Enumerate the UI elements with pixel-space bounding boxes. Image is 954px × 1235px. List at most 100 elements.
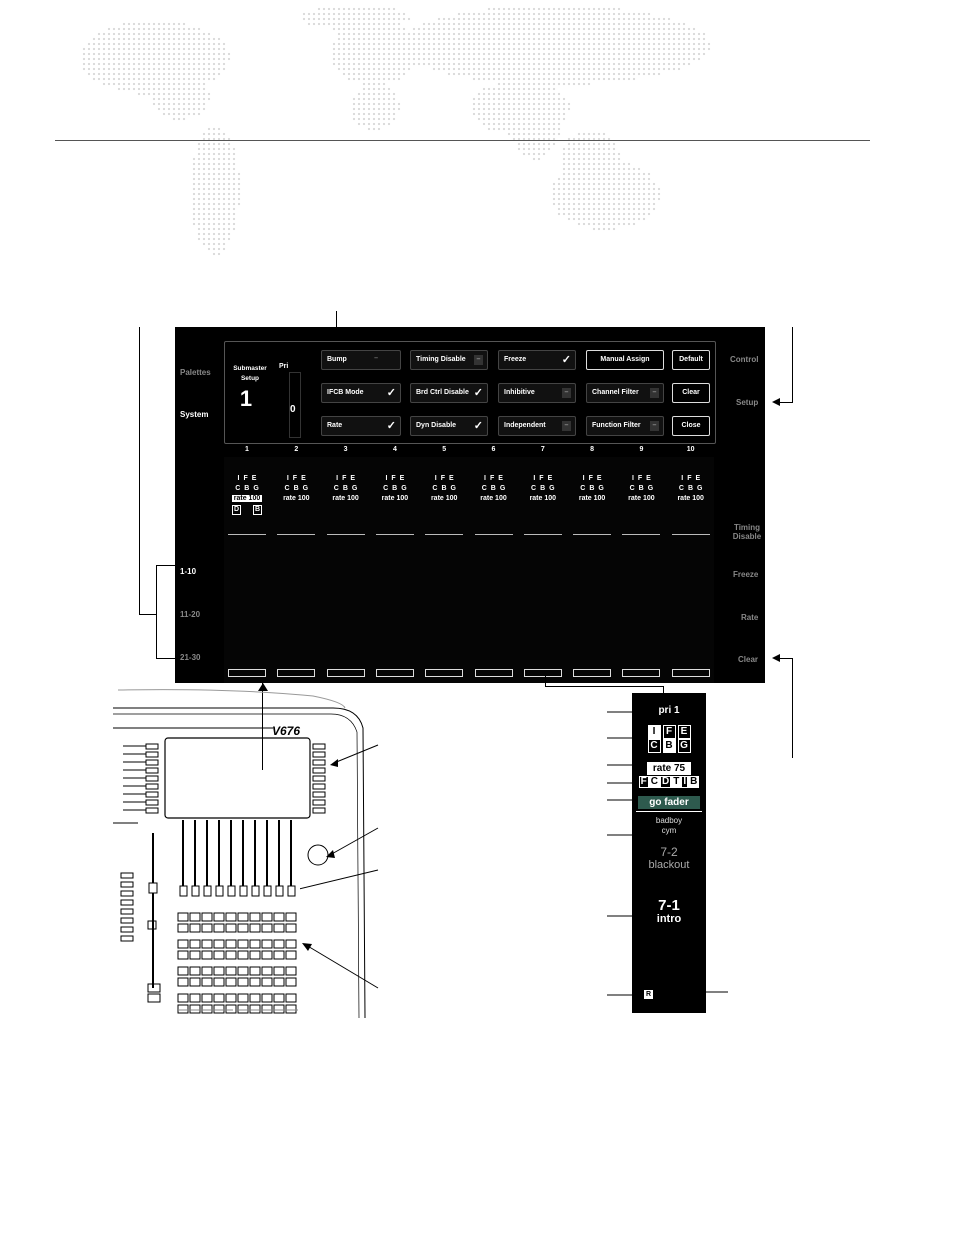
callout-line-right [792, 327, 793, 403]
timing-disable-control[interactable]: Timing Disable– [410, 350, 488, 370]
freeze-control[interactable]: Freeze✓ [498, 350, 576, 370]
fader-position-box[interactable] [622, 669, 661, 677]
ifcb-letter: C [481, 485, 487, 492]
fader-divider [671, 534, 710, 535]
rate-text: rate 100 [677, 495, 704, 502]
rate-control[interactable]: Rate✓ [321, 416, 401, 436]
detail-flag: C [648, 776, 660, 788]
ifcb-letter: B [540, 485, 546, 492]
rate-label: Rate [327, 422, 343, 429]
manual-assign-button[interactable]: Manual Assign [586, 350, 664, 370]
bump-control[interactable]: Bump– [321, 350, 401, 370]
fader-position-box[interactable] [671, 669, 710, 677]
page-tab-21-30[interactable]: 21-30 [180, 653, 201, 662]
close-button[interactable]: Close [672, 416, 710, 436]
softkey-timing-disable[interactable]: Timing Disable [732, 523, 762, 541]
clear-button[interactable]: Clear [672, 383, 710, 403]
fader-divider [228, 534, 266, 535]
ifcb-letter: B [441, 485, 447, 492]
brd-ctrl-disable-label: Brd Ctrl Disable [416, 389, 469, 396]
softkey-rate[interactable]: Rate [741, 613, 759, 622]
ifcb-letter: C [284, 485, 290, 492]
softkey-freeze[interactable]: Freeze [733, 570, 759, 579]
sub-flag: D [231, 505, 241, 515]
column-number: 7 [540, 446, 545, 453]
fader-position-box[interactable] [228, 669, 266, 677]
callout-line-right-h [780, 402, 793, 403]
ifcb-letter: B [392, 485, 398, 492]
detail-flag: D [659, 776, 672, 788]
bracket-top [156, 565, 176, 566]
column-number: 1 [245, 446, 249, 453]
function-filter-control[interactable]: Function Filter– [586, 416, 664, 436]
detail-letter: F [662, 725, 676, 739]
fader-position-box[interactable] [523, 669, 562, 677]
fader-position-box[interactable] [375, 669, 414, 677]
tab-control[interactable]: Control [730, 355, 759, 364]
fader-position-box[interactable] [326, 669, 365, 677]
tab-system[interactable]: System [180, 410, 209, 419]
ifcb-letter: C [629, 485, 635, 492]
callout-line-fader [262, 683, 263, 770]
ifcb-mode-label: IFCB Mode [327, 389, 364, 396]
arrow-left-icon [772, 654, 780, 662]
ifcb-letter: I [484, 475, 486, 482]
fader-position-box[interactable] [277, 669, 316, 677]
check-icon: ✓ [386, 387, 396, 399]
inhibitive-control[interactable]: Inhibitive– [498, 383, 576, 403]
submaster-setup-screen: Palettes System Control Setup 1-10 11-20… [175, 327, 765, 683]
callout-line-clear [792, 658, 793, 758]
fader-position-box[interactable] [474, 669, 513, 677]
ifcb-letter: I [631, 475, 634, 482]
fader-divider [277, 534, 316, 535]
fader-position-box[interactable] [425, 669, 464, 677]
page-tab-1-10[interactable]: 1-10 [180, 567, 197, 576]
detail-mode: go fader [632, 792, 706, 810]
tab-setup[interactable]: Setup [736, 398, 759, 407]
tab-palettes[interactable]: Palettes [180, 368, 211, 377]
ifcb-letter: I [336, 475, 339, 482]
fader-position-box[interactable] [573, 669, 612, 677]
default-button[interactable]: Default [672, 350, 710, 370]
fader-divider [375, 534, 414, 535]
page-tab-11-20[interactable]: 11-20 [180, 610, 201, 619]
dash-icon: – [562, 421, 571, 431]
dyn-disable-control[interactable]: Dyn Disable✓ [410, 416, 488, 436]
callout-line-clear-h [780, 658, 793, 659]
ifcb-letter: F [539, 475, 544, 482]
brd-ctrl-disable-control[interactable]: Brd Ctrl Disable✓ [410, 383, 488, 403]
priority-label: Pri [279, 363, 289, 370]
detail-flag: I [681, 776, 689, 788]
ifcb-letter: F [391, 475, 396, 482]
detail-letter: G [677, 739, 691, 753]
bracket-bottom [156, 658, 176, 659]
ifcb-letter: I [434, 475, 437, 482]
priority-slider[interactable] [289, 372, 301, 438]
ifcb-mode-control[interactable]: IFCB Mode ✓ [321, 383, 401, 403]
detail-letter: C [647, 739, 661, 753]
channel-filter-control[interactable]: Channel Filter– [586, 383, 664, 403]
softkey-clear[interactable]: Clear [738, 655, 759, 664]
rate-text: rate 100 [578, 495, 606, 502]
rate-text: rate 100 [480, 495, 507, 502]
callout-line-col7 [545, 676, 546, 686]
check-icon: ✓ [473, 420, 483, 432]
independent-control[interactable]: Independent– [498, 416, 576, 436]
column-number: 10 [686, 446, 695, 453]
